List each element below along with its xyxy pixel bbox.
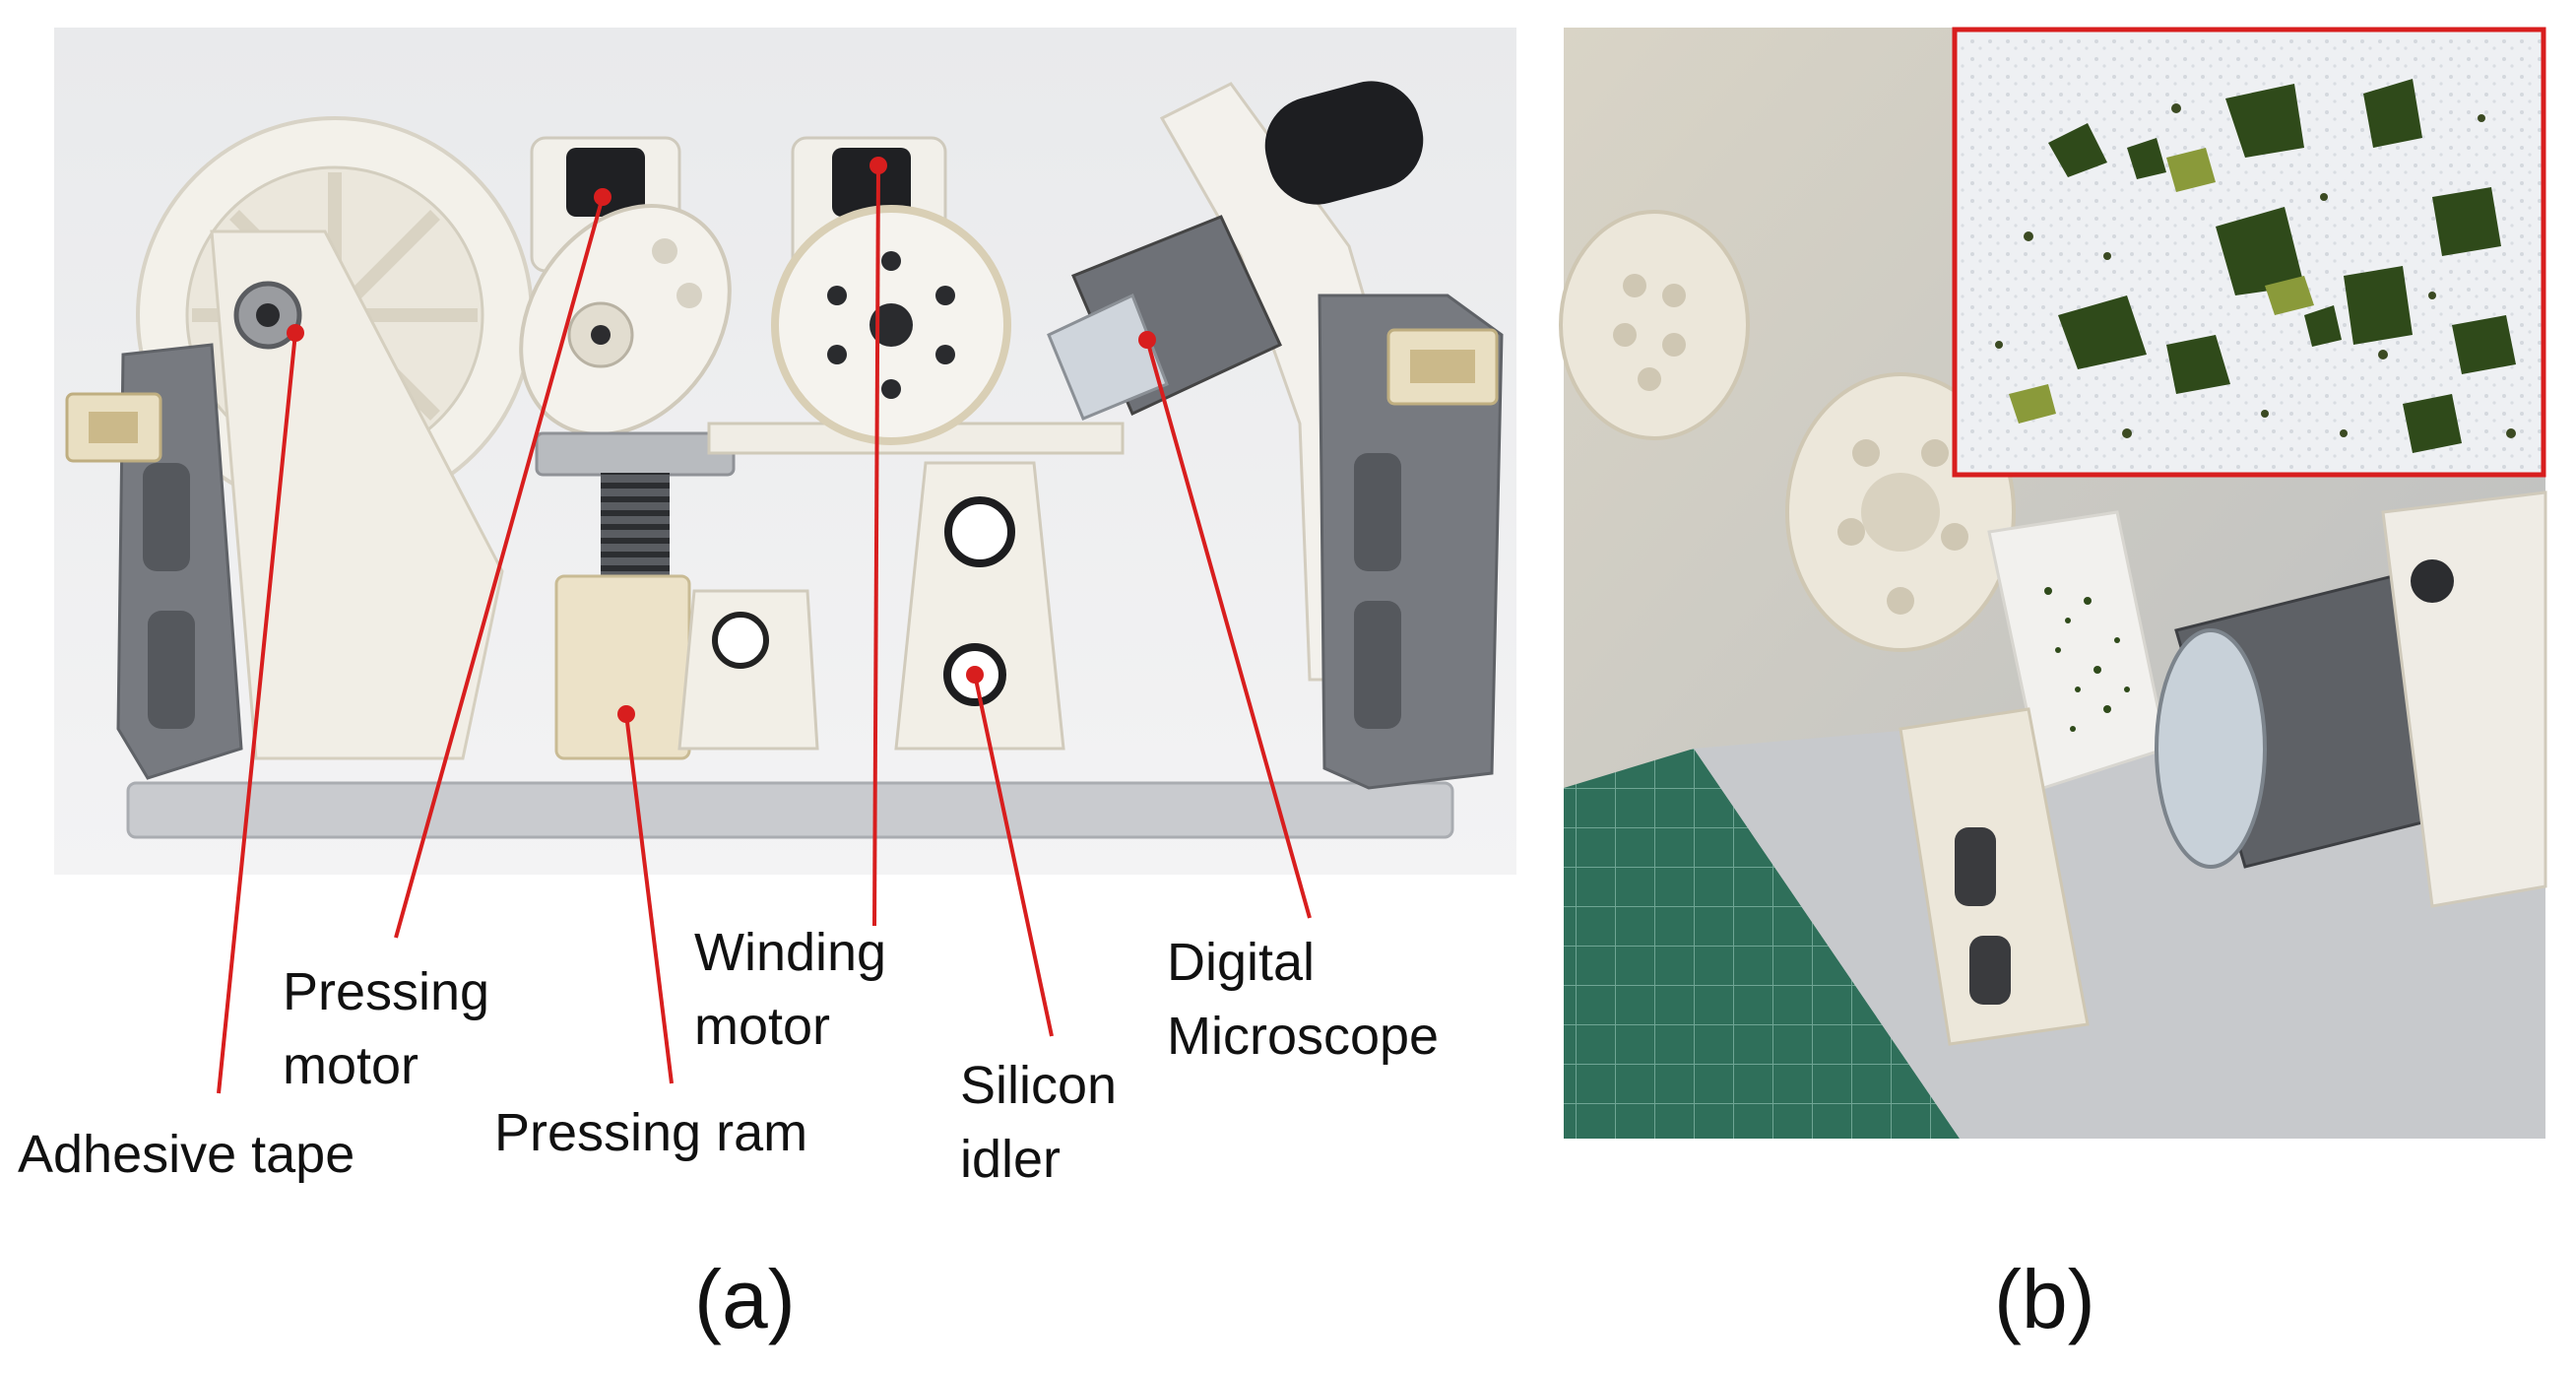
silicon-idler-bracket (894, 461, 1065, 751)
microscope-lens-cap (1264, 81, 1424, 205)
right-support-slot (1354, 453, 1401, 571)
label-pressing-motor-line1: Pressing (283, 962, 489, 1021)
leader-dot-silicon-idler (966, 666, 984, 684)
leader-dot-adhesive-tape (287, 324, 304, 342)
leaf-particles (2048, 79, 2516, 453)
leader-dot-winding-motor (869, 157, 887, 174)
label-pressing-motor-line2: motor (283, 1036, 419, 1095)
leader-dot-pressing-motor (594, 188, 612, 206)
leader-pressing-motor (394, 196, 605, 939)
upper-roller-holes (1613, 274, 1686, 391)
left-support-slot (148, 611, 195, 729)
leader-silicon-idler (973, 674, 1054, 1037)
spool-axle (256, 303, 280, 327)
winding-reel-axle (869, 303, 913, 347)
leader-dot-pressing-ram (617, 705, 635, 723)
tape-particles (2044, 587, 2130, 732)
leader-digital-microscope (1145, 339, 1312, 919)
panel-b-bracket-slot (1969, 936, 2011, 1005)
pressing-cam-hole (676, 283, 702, 308)
label-silicon-idler-line1: Silicon (960, 1056, 1117, 1115)
panel-a-label: (a) (694, 1253, 796, 1345)
cutting-mat (1564, 749, 1960, 1139)
callout-leaders (217, 157, 1312, 1094)
pressing-motor-servo (566, 148, 645, 217)
leaf-particles-light (2009, 148, 2314, 424)
callout-labels: Adhesive tape Pressing motor Pressing ra… (18, 923, 1439, 1189)
panel-b-label: (b) (1994, 1253, 2095, 1345)
microscope-lens (1047, 293, 1169, 421)
label-silicon-idler-line2: idler (960, 1130, 1061, 1189)
ram-block (554, 574, 691, 760)
left-support-slot (143, 463, 190, 571)
left-clamp-slot (89, 412, 138, 443)
pressing-cam-hole (652, 238, 677, 264)
panel-a-photo (54, 28, 1516, 875)
pressing-cam-axle (591, 325, 611, 345)
leaf-specks (1995, 103, 2516, 438)
panel-b-photo (1559, 27, 2547, 1139)
label-pressing-ram: Pressing ram (494, 1103, 807, 1162)
base-plate (126, 781, 1454, 839)
winding-roller-hub (1861, 473, 1940, 552)
label-winding-motor-line2: motor (694, 997, 830, 1056)
panel-b-microscope-lens (2155, 628, 2267, 869)
microscope-view-inset (1952, 27, 2546, 478)
winding-roller-holes (1837, 439, 1968, 615)
leader-dot-digital-microscope (1138, 331, 1156, 349)
winding-motor-servo (832, 148, 911, 217)
silicon-idler-upper-roller (944, 496, 1015, 567)
ram-spring (601, 473, 670, 581)
spool-bracket (210, 229, 504, 760)
label-digital-microscope-line1: Digital (1167, 933, 1315, 992)
label-digital-microscope-line2: Microscope (1167, 1007, 1439, 1066)
upper-pressing-roller (1559, 210, 1750, 440)
leader-winding-motor (872, 164, 880, 927)
right-support-slot (1354, 601, 1401, 729)
ram-plate (535, 431, 736, 477)
leader-pressing-ram (624, 713, 674, 1084)
label-adhesive-tape: Adhesive tape (18, 1125, 354, 1184)
panel-b-bracket-slot (1955, 827, 1996, 906)
label-winding-motor-line1: Winding (694, 923, 886, 982)
panel-b-arm-screw (2411, 559, 2454, 603)
right-clamp-slot (1410, 350, 1475, 383)
winding-reel-holes (827, 251, 955, 399)
idler-bearing (712, 612, 769, 669)
leader-adhesive-tape (217, 332, 297, 1094)
